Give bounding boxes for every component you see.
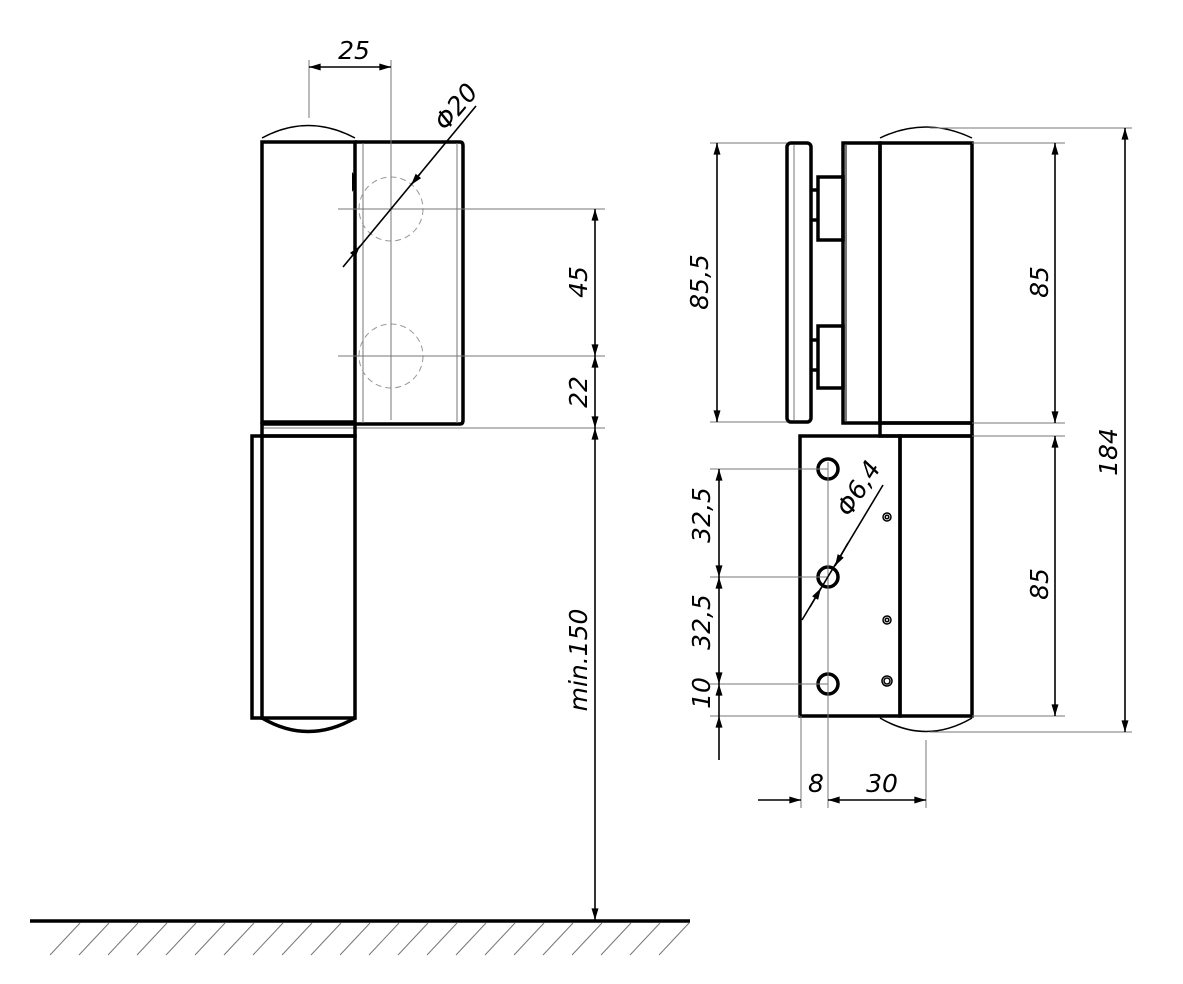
hatch-line [368,922,400,956]
dim-25: 25 [338,36,370,65]
hatch-line [397,922,429,956]
joint-ring [260,422,357,438]
upper-barrel-side [878,141,974,425]
hatch-line [658,922,690,956]
dim-30: 30 [866,769,898,798]
hatch-line [629,922,661,956]
bottom-cap-side [879,717,973,733]
upper-leaf [355,140,465,426]
hatch-line [310,922,342,956]
top-cap-side [879,126,973,139]
top-cap [261,124,356,139]
dim-184: 184 [1094,428,1123,476]
glass-plate [785,141,813,424]
hatch-line [426,922,458,956]
upper-barrel [260,140,357,424]
hatch-line [223,922,255,956]
bottom-cap [261,716,356,734]
dim-85-5: 85,5 [685,254,714,310]
dim-min-150: min.150 [564,609,593,712]
hatch-line [252,922,284,956]
lower-leaf-edge [250,434,262,720]
floor-hatching [49,922,690,956]
dim-85-lower: 85 [1025,568,1054,600]
dim-8: 8 [808,769,824,798]
left-view-hinge: 25 Φ20 45 22 min.150 [30,36,690,956]
dim-45: 45 [564,266,593,298]
hatch-line [136,922,168,956]
clamp-upper [812,175,845,242]
joint-ring-side [878,421,974,438]
hatch-line [542,922,574,956]
dim-32-5-lower: 32,5 [687,594,716,650]
dim-85-upper: 85 [1025,266,1054,298]
lower-barrel-side [898,434,974,718]
upper-leaf-side [841,141,882,425]
right-view-hinge: 85,5 85 85 184 32,5 32,5 10 8 30 Φ6,4 [685,126,1132,808]
hatch-line [281,922,313,956]
dim-10: 10 [687,677,716,709]
small-screws [881,512,893,687]
hatch-line [484,922,516,956]
lower-barrel [260,434,357,720]
dim-32-5-upper: 32,5 [687,487,716,543]
hatch-line [339,922,371,956]
hatch-line [455,922,487,956]
hatch-line [107,922,139,956]
hatch-line [78,922,110,956]
hatch-line [49,922,81,956]
hatch-line [571,922,603,956]
clamp-lower [812,324,845,390]
hatch-line [600,922,632,956]
hatch-line [513,922,545,956]
dim-22: 22 [564,376,593,408]
hatch-line [194,922,226,956]
hatch-line [165,922,197,956]
